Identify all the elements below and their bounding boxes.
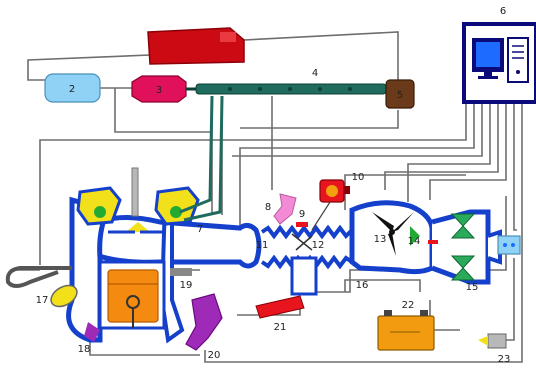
label-20: 20 [208, 350, 221, 361]
label-9: 9 [299, 209, 305, 220]
wiring-harness [10, 31, 523, 363]
catalytic-converter: 15 [450, 213, 479, 293]
label-23: 23 [498, 354, 511, 365]
sensor-10: 10 [311, 172, 365, 231]
label-12: 12 [312, 240, 325, 251]
sensor-23: 23 [478, 333, 511, 365]
label-15: 15 [466, 282, 479, 293]
label-22: 22 [402, 300, 415, 311]
label-16: 16 [356, 280, 369, 291]
fuel-tank [147, 27, 245, 65]
label-14: 14 [408, 236, 421, 247]
sensor-18: 18 [78, 322, 100, 355]
label-5: 5 [397, 90, 403, 101]
label-17: 17 [36, 295, 49, 306]
label-8: 8 [265, 202, 271, 213]
piston [98, 260, 166, 330]
label-13: 13 [374, 234, 387, 245]
engine-head [66, 95, 224, 344]
fuel-pump: 3 [131, 75, 187, 103]
label-18: 18 [78, 344, 91, 355]
label-4: 4 [312, 68, 318, 79]
battery: 22 [377, 300, 435, 351]
sensor-box-right [497, 235, 521, 255]
turbo-fan: 13 [372, 212, 438, 256]
fuel-filter: 2 [44, 73, 101, 103]
label-10: 10 [352, 172, 365, 183]
sensor-9: 9 [291, 209, 313, 251]
sensor-20: 20 [185, 293, 223, 361]
sensor-8: 8 [265, 193, 297, 225]
label-7: 7 [197, 224, 203, 235]
sensor-17: 17 [5, 266, 78, 308]
sensor-21: 21 [255, 295, 305, 333]
label-11: 11 [256, 240, 269, 251]
pressure-regulator: 5 [385, 79, 415, 109]
label-21: 21 [274, 322, 287, 333]
computer-ecu: 6 [462, 6, 536, 104]
fuel-rail: 4 [186, 68, 387, 95]
sensor-19: 19 [170, 268, 192, 291]
label-19: 19 [180, 280, 193, 291]
label-6: 6 [500, 6, 506, 17]
label-2: 2 [69, 84, 75, 95]
label-3: 3 [156, 85, 162, 96]
sensor-14: 14 [408, 226, 421, 247]
